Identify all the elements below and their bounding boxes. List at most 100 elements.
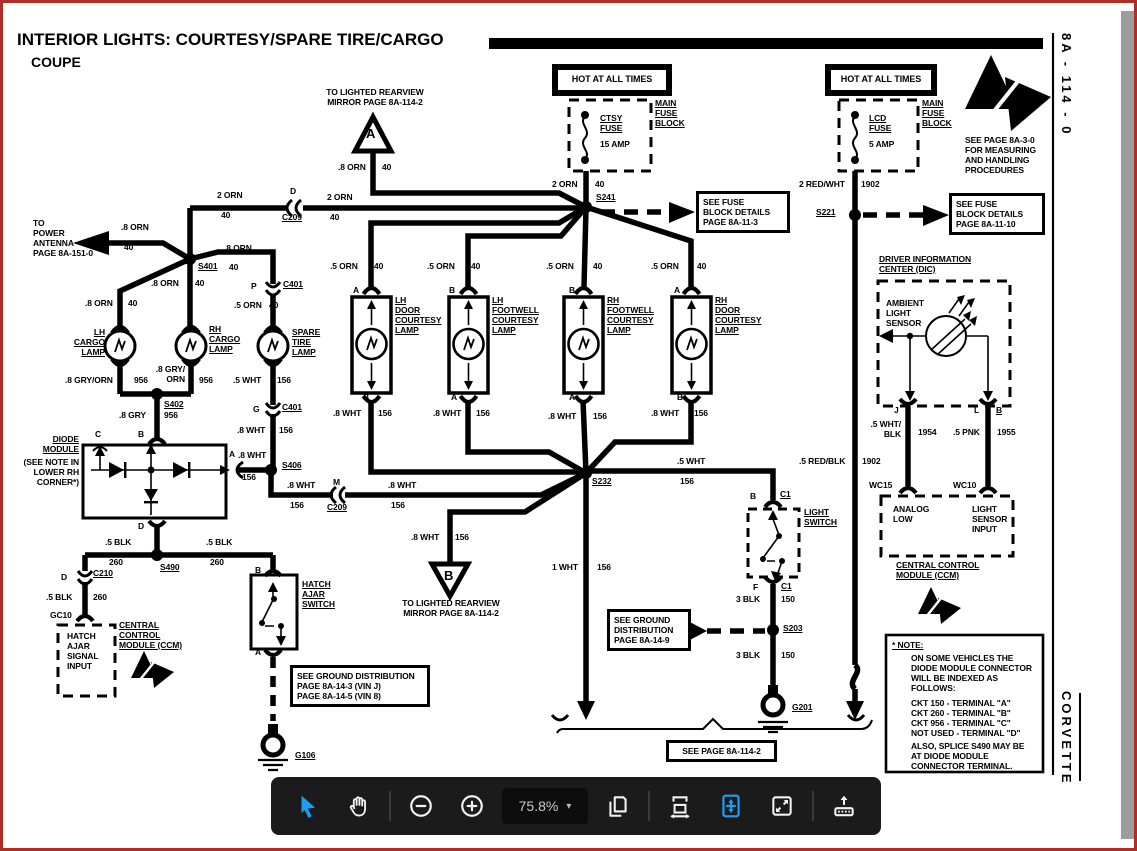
diagram-label: 156 (476, 408, 490, 418)
diagram-label: .5 WHT (677, 456, 706, 466)
diagram-label: G (253, 404, 260, 414)
diagram-label: 260 (93, 592, 107, 602)
chevron-down-icon: ▾ (566, 800, 572, 812)
diagram-label: S221 (816, 207, 836, 217)
diagram-label: .8 ORN (85, 298, 113, 308)
diagram-label: B (996, 405, 1003, 415)
triangle-a-letter: A (366, 126, 376, 141)
triangle-b-letter: B (444, 568, 454, 583)
scrollbar[interactable] (1121, 11, 1134, 839)
diagram-label: .8 WHT (548, 411, 577, 421)
diagram-label: WC15 (869, 480, 893, 490)
diagram-label: 156 (694, 408, 708, 418)
diagram-label: G106 (295, 750, 316, 760)
diagram-label: .8 GRY/ORN (65, 375, 113, 385)
diagram-label: B (138, 429, 145, 439)
diagram-label: RH FOOTWELL COURTESY LAMP (607, 295, 654, 336)
diagram-label: 3 BLK (736, 594, 761, 604)
diagram-label: .5 ORN (546, 261, 574, 271)
diagram-label: C401 (283, 279, 303, 289)
fullscreen-button[interactable] (761, 784, 803, 828)
copy-pages-button[interactable] (597, 784, 639, 828)
diagram-label: 1902 (861, 179, 880, 189)
diagram-label: DRIVER INFORMATION CENTER (DIC) (879, 254, 972, 275)
diagram-label: B (677, 392, 684, 402)
diagram-label: 3 BLK (736, 650, 761, 660)
zoom-in-button[interactable] (451, 784, 493, 828)
diagram-label: .8 WHT (388, 480, 417, 490)
diagram-label: 156 (597, 562, 611, 572)
diagram-label: 1 WHT (552, 562, 578, 572)
diagram-label: 956 (199, 375, 213, 385)
viewer-toolbar: 75.8% ▾ (271, 777, 881, 835)
diagram-label: .8 WHT (238, 450, 267, 460)
diagram-label: D (61, 572, 68, 582)
diagram-label: S203 (783, 623, 803, 633)
diagram-label: 40 (593, 261, 603, 271)
fit-page-icon (722, 794, 740, 818)
diagram-label: 40 (595, 179, 605, 189)
diagram-label: 40 (229, 262, 239, 272)
zoom-out-button[interactable] (400, 784, 442, 828)
diagram-label: SEE FUSE BLOCK DETAILS PAGE 8A-11-3 (696, 191, 790, 234)
brand-vertical: CORVETTE (1059, 691, 1074, 786)
diagram-label: MAIN FUSE BLOCK (922, 98, 952, 129)
diagram-label: .8 ORN (338, 162, 366, 172)
fit-page-button[interactable] (710, 784, 752, 828)
diagram-label: DIODE MODULE (42, 434, 79, 455)
diagram-label: A (674, 285, 681, 295)
diagram-label: 40 (124, 242, 134, 252)
dock-toolbar-icon (834, 795, 854, 817)
diagram-label: .5 RED/BLK (799, 456, 846, 466)
diagram-label: S401 (198, 261, 218, 271)
wiring-diagram (56, 33, 1055, 775)
fit-width-button[interactable] (659, 784, 701, 828)
diagram-label: LIGHT SWITCH (804, 507, 837, 528)
toolbar-divider (389, 791, 391, 821)
diagram-label: 956 (134, 375, 148, 385)
diagram-label: S402 (164, 399, 184, 409)
diagram-label: 156 (290, 500, 304, 510)
diagram-label: 2 RED/WHT (799, 179, 845, 189)
diagram-label: 40 (374, 261, 384, 271)
diagram-label: S490 (160, 562, 180, 572)
copy-pages-icon (609, 796, 627, 817)
pan-hand-icon (349, 796, 366, 817)
diagram-label: B (449, 285, 456, 295)
diagram-label: 1955 (997, 427, 1016, 437)
dock-toolbar-button[interactable] (823, 784, 865, 828)
diagram-label: .8 ORN (151, 278, 179, 288)
select-tool-button[interactable] (287, 784, 329, 828)
diagram-label: SEE PAGE 8A-3-0 FOR MEASURING AND HANDLI… (965, 135, 1036, 176)
diagram-label: .8 GRY (119, 410, 146, 420)
diagram-label: RH CARGO LAMP (209, 324, 241, 355)
hot-at-all-times-left: HOT AT ALL TIMES (552, 64, 672, 96)
diagram-label: C (95, 429, 102, 439)
diagram-label: S232 (592, 476, 612, 486)
diagram-label: .5 ORN (234, 300, 262, 310)
zoom-level-dropdown[interactable]: 75.8% ▾ (502, 788, 588, 824)
diagram-label: D (290, 186, 297, 196)
diagram-label: .8 WHT (237, 425, 266, 435)
diagram-label: B (750, 491, 757, 501)
diagram-label: .8 WHT (651, 408, 680, 418)
diagram-label: SEE PAGE 8A-114-2 (666, 740, 777, 763)
diagram-label: 956 (164, 410, 178, 420)
diagram-label: J (894, 405, 899, 415)
diagram-label: HATCH AJAR SWITCH (302, 579, 335, 610)
diagram-label: 2 ORN (217, 190, 243, 200)
page-code-vertical: 8A - 114 - 0 (1059, 33, 1074, 137)
diagram-label: .5 ORN (651, 261, 679, 271)
diagram-label: .5 WHT/ BLK (870, 419, 902, 440)
diagram-label: SEE GROUND DISTRIBUTION PAGE 8A-14-3 (VI… (290, 665, 430, 708)
diagram-label: .5 ORN (427, 261, 455, 271)
diagram-label: A (569, 392, 576, 402)
diagram-label: C401 (282, 402, 302, 412)
diagram-label: ANALOG LOW (893, 504, 930, 525)
pan-tool-button[interactable] (338, 784, 380, 828)
diagram-label: TO POWER ANTENNA PAGE 8A-151-0 (33, 218, 93, 259)
diagram-label: AMBIENT LIGHT SENSOR (886, 298, 925, 329)
diagram-label: RH DOOR COURTESY LAMP (715, 295, 762, 336)
diagram-labels-layer: TO LIGHTED REARVIEW MIRROR PAGE 8A-114-2… (3, 3, 1134, 848)
